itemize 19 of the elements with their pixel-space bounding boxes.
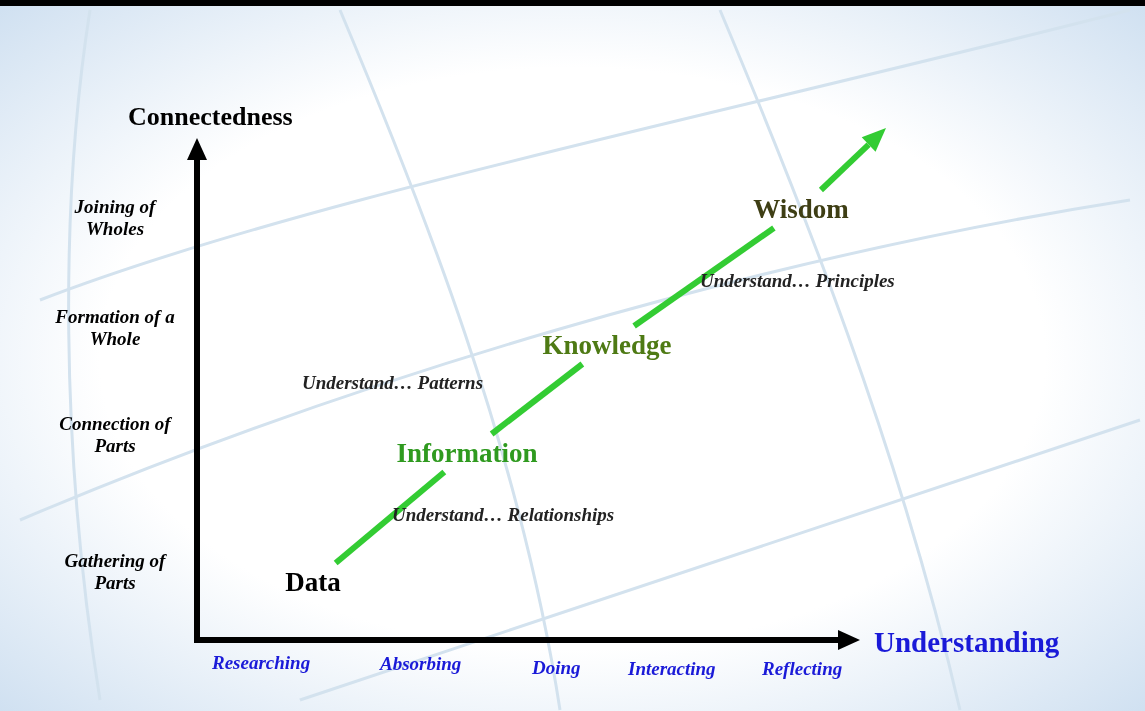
axis-tick-label: Connection of Parts	[58, 413, 173, 457]
edge-label: Understand… Principles	[700, 270, 895, 292]
axis-tick-label: Formation of a Whole	[54, 306, 176, 350]
axis-title: Understanding	[874, 626, 1060, 660]
stage-label: Information	[381, 434, 553, 472]
axis-tick-label: Doing	[532, 657, 581, 679]
arrow	[818, 128, 886, 193]
stage-label: Knowledge	[528, 326, 686, 364]
axis-tick-label: Absorbing	[380, 653, 462, 675]
axis-tick-label: Gathering of Parts	[63, 550, 168, 594]
stage-label: Data	[276, 563, 350, 601]
stage-label: Wisdom	[741, 190, 861, 228]
axis-tick-label: Researching	[212, 652, 311, 674]
edge-label: Understand… Relationships	[392, 504, 615, 526]
edge-label: Understand… Patterns	[302, 372, 484, 394]
axis-tick-label: Reflecting	[762, 658, 843, 680]
axis-tick-label: Joining of Wholes	[73, 196, 158, 240]
axis-tick-label: Interacting	[628, 658, 716, 680]
axis-title: Connectedness	[128, 102, 293, 132]
